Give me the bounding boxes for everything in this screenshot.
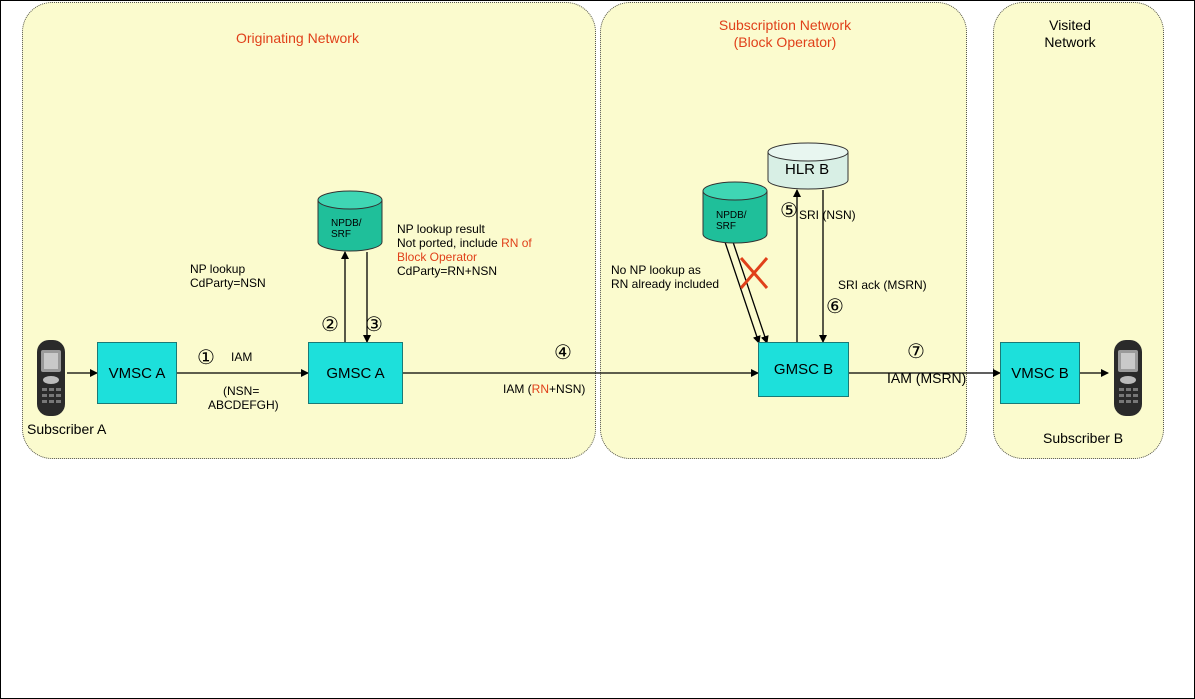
nsn-label-line1: (NSN= <box>223 384 260 398</box>
step-5-marker: ⑤ <box>780 200 798 222</box>
np-result-line2: Not ported, include RN of <box>397 236 532 250</box>
visited-network-title-line2: Network <box>1044 34 1096 50</box>
npdb-a-label-line1: NPDB/ <box>331 218 362 229</box>
step-1-marker: ① <box>197 347 215 369</box>
subscriber-a-label: Subscriber A <box>27 421 107 437</box>
gmsc-a-node: GMSC A <box>308 342 403 404</box>
np-lookup-label-line2: CdParty=NSN <box>190 276 266 290</box>
nsn-label-line2: ABCDEFGH) <box>208 398 279 412</box>
visited-network-title-line1: Visited <box>1049 17 1091 33</box>
gmsc-b-node: GMSC B <box>758 342 849 397</box>
np-result-rn-highlight: RN of <box>501 236 532 250</box>
vmsc-b-node: VMSC B <box>1000 342 1080 404</box>
originating-network-title: Originating Network <box>236 30 359 46</box>
step-6-marker: ⑥ <box>826 296 844 318</box>
no-np-lookup-line1: No NP lookup as <box>611 263 701 277</box>
iam-rn-highlight: RN <box>531 382 550 396</box>
subscription-network-title-line1: Subscription Network <box>718 17 852 33</box>
sri-label: SRI (NSN) <box>799 208 856 222</box>
arrow-npdb-b-to-gmsc-b-lower <box>724 241 761 344</box>
blocked-lookup-x-icon <box>739 257 769 289</box>
subscriber-a-phone-icon <box>37 340 65 416</box>
hlr-b-database-icon <box>767 142 849 190</box>
np-lookup-label-line1: NP lookup <box>190 262 246 276</box>
npdb-b-database-icon <box>702 181 768 244</box>
iam-msrn-label: IAM (MSRN) <box>887 370 967 386</box>
step-7-marker: ⑦ <box>907 341 925 363</box>
npdb-a-database-icon <box>317 190 383 252</box>
subscriber-b-phone-icon <box>1114 340 1142 416</box>
step-2-marker: ② <box>321 314 339 336</box>
npdb-a-label-line2: SRF <box>331 229 351 240</box>
hlr-b-label: HLR B <box>785 161 830 178</box>
iam-label: IAM <box>231 350 253 364</box>
vmsc-a-node: VMSC A <box>97 342 177 404</box>
subscription-network-title-line2: (Block Operator) <box>733 34 837 50</box>
npdb-b-label-line1: NPDB/ <box>716 210 747 221</box>
iam-rn-nsn-label: IAM (RN+NSN) <box>503 382 586 396</box>
arrow-npdb-b-to-gmsc-b-upper <box>732 241 769 344</box>
np-result-line4: CdParty=RN+NSN <box>397 264 498 278</box>
sri-ack-label: SRI ack (MSRN) <box>838 278 927 292</box>
subscriber-b-label: Subscriber B <box>1043 430 1124 446</box>
step-3-marker: ③ <box>365 314 383 336</box>
step-4-marker: ④ <box>554 342 572 364</box>
np-result-line3: Block Operator <box>397 250 478 264</box>
npdb-b-label-line2: SRF <box>716 221 736 232</box>
no-np-lookup-line2: RN already included <box>611 277 720 291</box>
np-result-line1: NP lookup result <box>397 222 485 236</box>
